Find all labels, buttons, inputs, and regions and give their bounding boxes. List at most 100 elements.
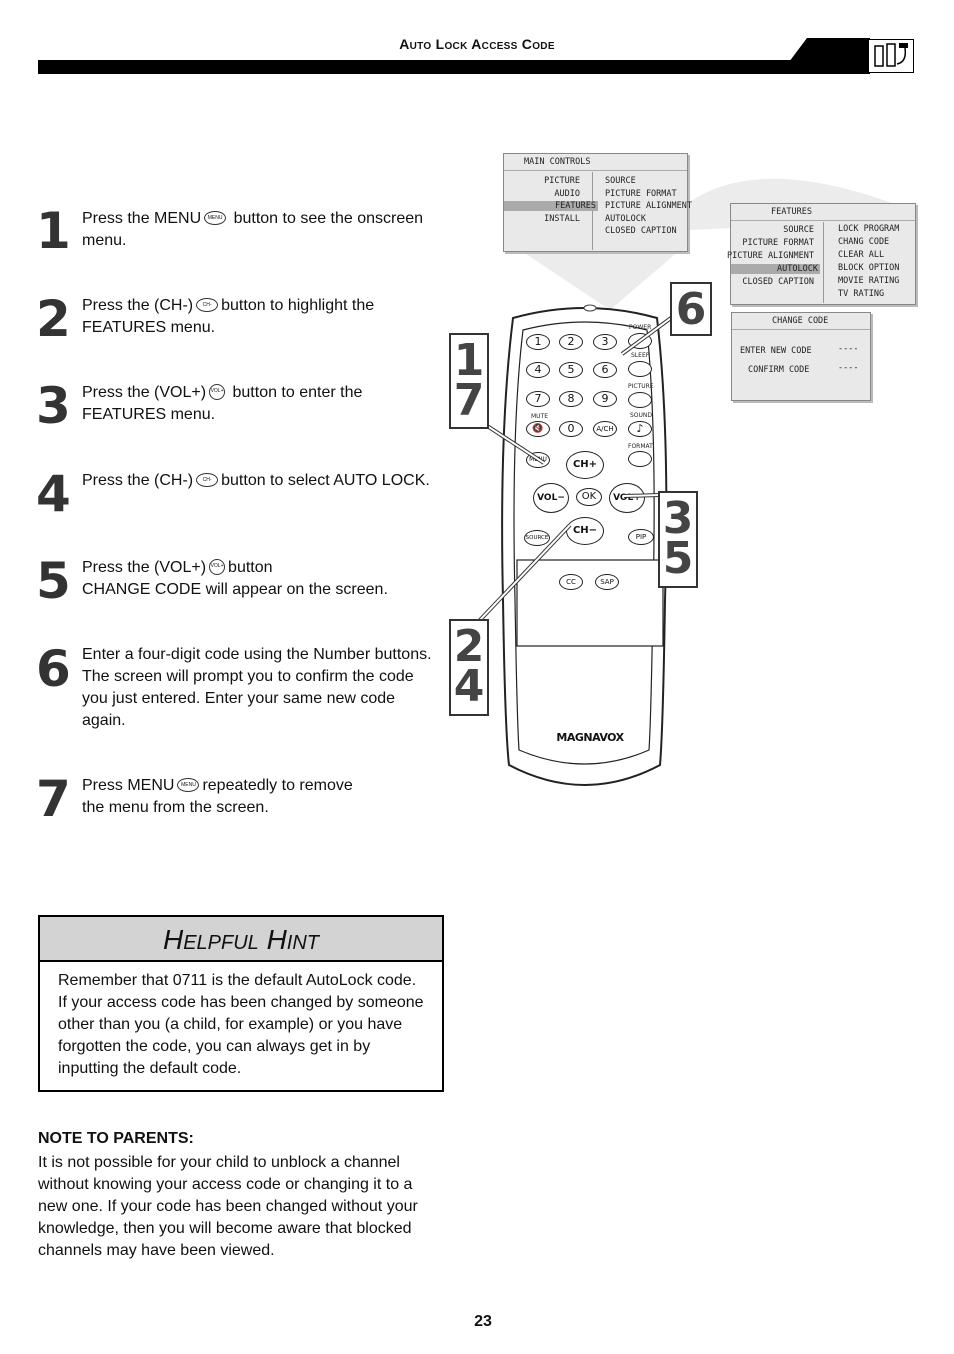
osd-main-right-item: CLOSED CAPTION [605,226,677,236]
ach-button[interactable]: A/CH [593,421,617,437]
osd-features-left-item: CLOSED CAPTION [742,277,814,287]
picture-label: PICTURE [628,383,654,390]
step-2-text: Press the (CH-)CH-button to highlight th… [82,297,375,336]
osd-features-right-item: CHANG CODE [838,237,890,247]
digit-2-button[interactable]: 2 [559,334,583,350]
osd-main-left-item: AUDIO [554,189,580,199]
vol-up-button-icon: VOL+ [209,383,226,400]
step-number: 5 [36,552,71,610]
step-number: 1 [36,202,71,260]
vol-up-button[interactable]: VOL+ [609,483,645,513]
sleep-label: SLEEP [631,352,650,359]
callout-steps-3-5: 3 5 [658,491,698,588]
step-number: 6 [36,640,71,698]
osd-change-value: ---- [838,363,859,373]
osd-main-controls: MAIN CONTROLS PICTURE AUDIO FEATURES INS… [503,153,692,252]
note-title: NOTE TO PARENTS: [38,1130,194,1147]
menu-button-icon: MENU [177,777,200,792]
osd-features-left-item: SOURCE [783,225,814,235]
digit-0-button[interactable]: 0 [559,421,583,437]
digit-7-button[interactable]: 7 [526,391,550,407]
step-4-text: Press the (CH-)CH-button to select AUTO … [82,472,430,489]
digit-5-button[interactable]: 5 [559,362,583,378]
sap-button[interactable]: SAP [595,574,619,590]
osd-features-title: FEATURES [731,204,915,221]
callout-steps-1-7: 1 7 [449,333,489,429]
osd-features-right-item: CLEAR ALL [838,250,885,260]
callout-step-6: 6 [670,282,712,336]
mute-button[interactable]: 🔇 [526,421,550,437]
osd-main-title: MAIN CONTROLS [504,154,687,171]
osd-features-left-item: PICTURE ALIGNMENT [727,251,814,261]
cc-button[interactable]: CC [559,574,583,590]
ch-up-button[interactable]: CH+ [566,451,604,479]
osd-change-value: ---- [838,344,859,354]
format-label: FORMAT [628,443,653,450]
callout-digit: 5 [662,533,694,584]
digit-3-button[interactable]: 3 [593,334,617,350]
ch-down-button-icon: CH- [196,472,219,487]
osd-main-right-item: AUTOLOCK [605,214,646,224]
osd-change-code: CHANGE CODE ENTER NEW CODE ---- CONFIRM … [731,312,871,401]
note-text: It is not possible for your child to unb… [38,1154,418,1259]
osd-main-right-item: PICTURE FORMAT [605,189,677,199]
osd-main-left-item: INSTALL [544,214,580,224]
osd-main-right-item: SOURCE [605,176,636,186]
osd-change-label: ENTER NEW CODE [740,346,812,356]
osd-change-title: CHANGE CODE [732,313,870,330]
osd-features-left-item: PICTURE FORMAT [742,238,814,248]
mute-label: MUTE [531,413,549,420]
osd-main-right-item: PICTURE ALIGNMENT [605,201,692,211]
digit-1-button[interactable]: 1 [526,334,550,350]
callout-digit: 7 [453,375,485,426]
ok-button[interactable]: OK [576,488,602,506]
format-button[interactable] [628,451,652,467]
pip-button[interactable]: PIP [628,529,654,545]
header-bar [38,60,870,74]
page-number: 23 [474,1313,492,1330]
step-6-text: Enter a four-digit code using the Number… [82,646,432,729]
callout-steps-2-4: 2 4 [449,619,489,716]
page-header-title: Auto Lock Access Code [399,36,555,52]
source-button[interactable]: SOURCE [524,530,550,546]
step-3-text: Press the (VOL+)VOL+ button to enter the… [82,383,363,423]
step-number: 4 [36,465,71,523]
vol-up-button-icon: VOL+ [209,558,226,575]
brand-logo: MAGNAVOX [556,731,624,744]
hint-text: Remember that 0711 is the default AutoLo… [58,972,424,1077]
step-number: 7 [36,770,71,828]
callout-digit: 3 [662,493,694,544]
step-number: 2 [36,290,71,348]
picture-button[interactable] [628,392,652,408]
sleep-button[interactable] [628,361,652,377]
digit-4-button[interactable]: 4 [526,362,550,378]
vol-down-button[interactable]: VOL− [533,483,569,513]
callout-digit: 1 [453,335,485,386]
osd-features-right-item: MOVIE RATING [838,276,900,286]
power-label: POWER [629,324,652,331]
sound-label: SOUND [630,412,653,419]
callout-digit: 4 [453,661,485,712]
digit-8-button[interactable]: 8 [559,391,583,407]
osd-features: FEATURES SOURCE PICTURE FORMAT PICTURE A… [727,203,916,305]
callout-digit: 2 [453,621,485,672]
sound-button[interactable]: ♪ [628,421,652,437]
helpful-hint-box: Helpful Hint Remember that 0711 is the d… [38,915,444,1092]
callout-pointer-lines [476,305,688,622]
digit-9-button[interactable]: 9 [593,391,617,407]
osd-features-right-item: LOCK PROGRAM [838,224,900,234]
osd-main-left-item-selected: FEATURES [504,201,598,211]
osd-features-left-item-selected: AUTOLOCK [731,264,820,274]
osd-change-label: CONFIRM CODE [748,365,810,375]
step-5-text: Press the (VOL+)VOL+button CHANGE CODE w… [82,558,388,598]
osd-features-right-item: TV RATING [838,289,885,299]
ch-down-button-icon: CH- [196,297,219,312]
digit-6-button[interactable]: 6 [593,362,617,378]
step-number: 3 [36,377,71,435]
hint-title: Helpful Hint [40,917,442,962]
chapter-icon [868,39,914,73]
menu-button-icon: MENU [204,210,227,225]
osd-main-left-item: PICTURE [544,176,580,186]
